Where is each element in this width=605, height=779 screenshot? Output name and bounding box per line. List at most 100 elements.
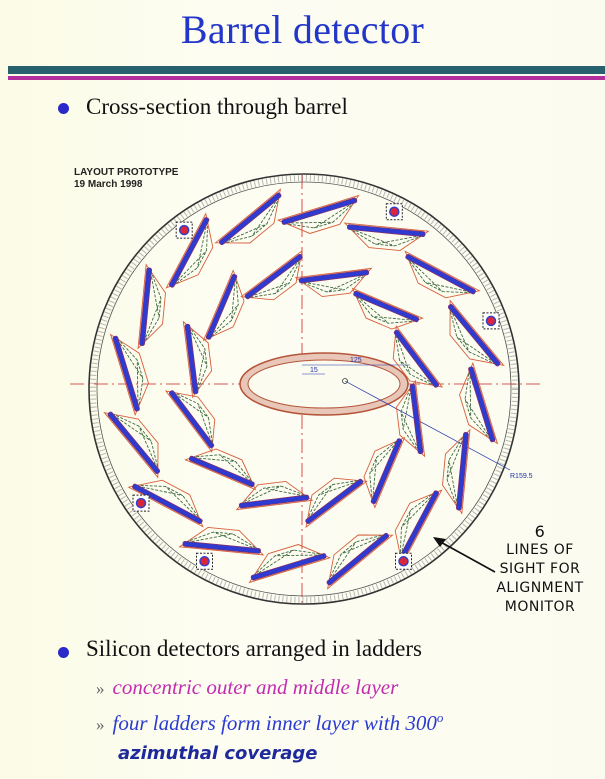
silicon-sensor-bar <box>456 432 469 511</box>
outer-ladder <box>404 250 481 299</box>
ladder-envelope <box>351 287 424 330</box>
layout-prototype-title: LAYOUT PROTOTYPE <box>74 167 179 178</box>
ladder-envelope <box>449 299 505 367</box>
ladder-support-frame <box>399 490 438 561</box>
callout-line-2: SIGHT FOR <box>499 561 581 577</box>
ladder-envelope <box>343 222 430 251</box>
ladder-envelope <box>394 489 443 566</box>
ladder-envelope <box>326 534 394 590</box>
middle-ladder <box>184 448 257 491</box>
outer-ladder <box>276 194 360 234</box>
sub-bullet-marker: » <box>96 679 105 698</box>
middle-ladder <box>164 390 216 453</box>
middle-ladder <box>395 379 426 458</box>
middle-ladder <box>182 320 213 399</box>
silicon-sensor-bar <box>393 329 440 388</box>
ladder-envelope <box>276 194 360 234</box>
dimension-label-a: 125 <box>350 357 362 364</box>
radius-line <box>344 380 511 471</box>
middle-ladder <box>235 480 314 511</box>
ladder-envelope <box>235 480 314 511</box>
ladder-envelope <box>109 333 149 417</box>
alignment-sight-marker <box>135 497 147 509</box>
alignment-sight-marker <box>389 206 400 217</box>
ladder-envelope <box>395 379 426 458</box>
ladder-envelope <box>305 477 368 529</box>
outer-ladder <box>137 263 166 350</box>
layout-prototype-label: LAYOUT PROTOTYPE 19 March 1998 <box>74 167 178 191</box>
ladder-envelope <box>202 269 245 342</box>
title-rule-pink <box>8 76 605 80</box>
silicon-sensor-bar <box>168 390 215 449</box>
inner-ring <box>96 181 512 597</box>
silicon-sensor-bar <box>250 553 327 581</box>
alignment-sight-marker <box>178 224 190 236</box>
callout-line-3: ALIGNMENT <box>496 580 584 596</box>
ladder-envelope <box>240 249 303 301</box>
outer-ladder <box>103 411 161 479</box>
ladder-envelope <box>184 448 257 491</box>
azimuthal-coverage-text: azimuthal coverage <box>118 743 318 764</box>
silicon-sensor-bar <box>447 303 501 367</box>
radius-label: R159.5 <box>510 473 533 480</box>
sub-bullet-outer-middle: »concentric outer and middle layer <box>96 675 398 700</box>
silicon-sensor-bar <box>139 267 152 346</box>
silicon-sensor-bar <box>112 335 140 412</box>
silicon-sensor-bar <box>188 455 255 488</box>
alignment-callout: 6 LINES OF SIGHT FOR ALIGNMENT MONITOR <box>480 522 600 617</box>
ladder-support-frame <box>109 411 160 473</box>
callout-line-1: LINES OF <box>506 542 574 558</box>
ladder-envelope <box>178 527 265 556</box>
alignment-sight-marker <box>199 556 210 567</box>
callout-line-4: MONITOR <box>504 599 576 615</box>
beam-pipe-inner <box>247 359 401 409</box>
ladder-support-frame <box>405 255 476 294</box>
silicon-sensor-bar <box>326 532 390 586</box>
ladder-envelope <box>103 411 159 479</box>
middle-ladder <box>351 287 424 330</box>
silicon-sensor-bar <box>347 224 426 237</box>
ladder-envelope <box>248 544 332 584</box>
middle-ladder <box>392 325 444 388</box>
middle-ladder <box>363 436 406 509</box>
silicon-sensor-bar <box>238 494 310 509</box>
ladder-envelope <box>294 267 373 298</box>
layout-prototype-date: 19 March 1998 <box>74 179 143 190</box>
silicon-sensor-bar <box>107 411 161 475</box>
ring-hatching <box>90 175 518 603</box>
outer-ladder <box>109 333 149 417</box>
alignment-sight-marker <box>485 315 497 327</box>
ladder-envelope <box>214 188 282 244</box>
silicon-sensor-bar <box>205 273 238 340</box>
ladder-envelope <box>404 250 481 299</box>
sub-bullet-inner-layer-text: four ladders form inner layer with 300 <box>112 711 437 735</box>
silicon-sensor-bar <box>244 253 303 300</box>
dimension-label-b: 15 <box>310 367 318 374</box>
outer-ladder <box>214 188 282 246</box>
silicon-sensor-bar <box>298 269 370 284</box>
ladder-envelope <box>137 263 166 350</box>
bullet-silicon-detectors: Silicon detectors arranged in ladders <box>86 636 422 661</box>
sub-bullet-marker: » <box>96 715 105 734</box>
title-rule-green <box>8 66 605 74</box>
ladder-envelope <box>363 436 406 509</box>
slide-title: Barrel detector <box>180 7 425 52</box>
outer-ladder <box>127 479 204 528</box>
middle-ladder <box>294 267 373 298</box>
callout-arrow-head <box>433 537 446 547</box>
outer-ladder <box>178 527 265 556</box>
outer-ladder <box>394 489 443 566</box>
outer-ladder <box>442 428 471 515</box>
callout-number: 6 <box>534 522 546 541</box>
ladder-envelope <box>182 320 213 399</box>
outer-ladder <box>343 222 430 251</box>
ladder-support-frame <box>220 194 282 245</box>
silicon-sensor-bar <box>409 383 424 455</box>
bullet-cross-section: Cross-section through barrel <box>86 94 348 119</box>
ladder-envelope <box>442 428 471 515</box>
silicon-sensor-bar <box>405 253 476 295</box>
silicon-sensor-bar <box>468 366 496 443</box>
outer-ladder <box>248 544 332 584</box>
callout-arrow-line <box>436 539 496 573</box>
